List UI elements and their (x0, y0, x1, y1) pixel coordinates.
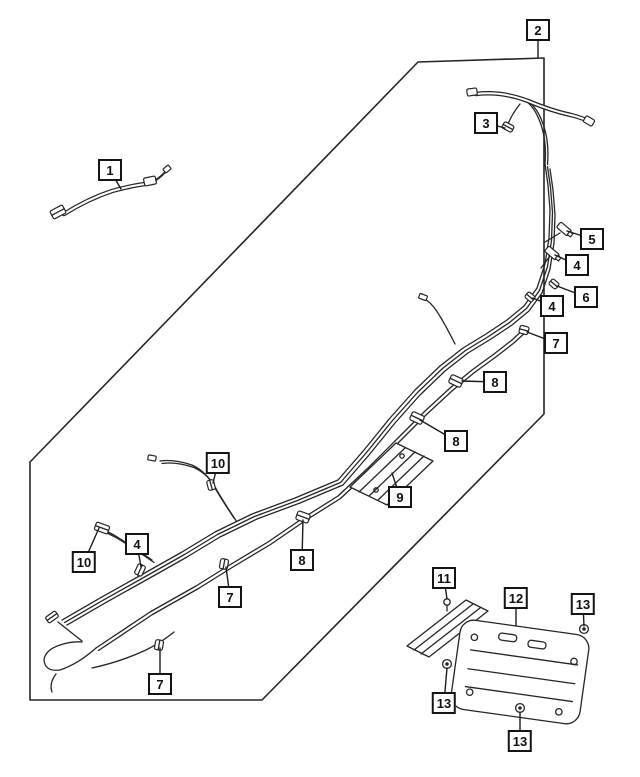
callout-11: 11 (432, 567, 456, 589)
fitting-part-4 (544, 245, 562, 262)
clip-part-10 (206, 479, 216, 491)
callout-10: 10 (205, 452, 231, 474)
hose-elbow-tip (162, 164, 172, 174)
callout-8: 8 (290, 549, 314, 571)
part-12-skid-plate-assembly (406, 599, 590, 725)
clip-part-4 (524, 291, 536, 303)
callout-6: 6 (574, 286, 598, 308)
clip-part-8 (295, 510, 311, 524)
callout-13: 13 (507, 730, 533, 752)
diagram-boundary (29, 57, 545, 701)
callout-4: 4 (125, 533, 149, 555)
callout-10: 10 (71, 551, 97, 573)
callout-13: 13 (431, 692, 457, 714)
callout-3: 3 (474, 112, 498, 134)
callout-9: 9 (388, 486, 412, 508)
callout-13: 13 (570, 593, 596, 615)
callout-8: 8 (444, 430, 468, 452)
callout-4: 4 (540, 295, 564, 317)
hose-end-fitting-left (49, 204, 67, 220)
callout-5: 5 (580, 228, 604, 250)
hose-end-fitting-right (142, 175, 158, 187)
callout-4: 4 (565, 254, 589, 276)
clip-part-8 (448, 374, 464, 388)
clip-part-7 (518, 324, 530, 336)
callout-8: 8 (483, 371, 507, 393)
callout-7: 7 (544, 332, 568, 354)
callout-7: 7 (148, 673, 172, 695)
callout-1: 1 (98, 159, 122, 181)
callout-2: 2 (526, 19, 550, 41)
clip-part-6 (548, 278, 560, 290)
clip-part-3 (501, 121, 515, 133)
part-1-hose (49, 164, 172, 220)
line-end-fitting-bottom-left (45, 610, 59, 624)
top-hose-fitting-right (582, 115, 596, 127)
bolt-part-11 (443, 598, 451, 612)
nut-part-13 (441, 658, 453, 670)
stub-tip (418, 292, 428, 302)
clip-part-7 (153, 639, 165, 651)
fitting-part-5 (556, 221, 574, 238)
callout-12: 12 (503, 587, 529, 609)
branch-tip (147, 454, 157, 462)
clip-part-7 (218, 558, 230, 570)
top-hose-fitting-left (466, 87, 478, 97)
callout-7: 7 (218, 586, 242, 608)
